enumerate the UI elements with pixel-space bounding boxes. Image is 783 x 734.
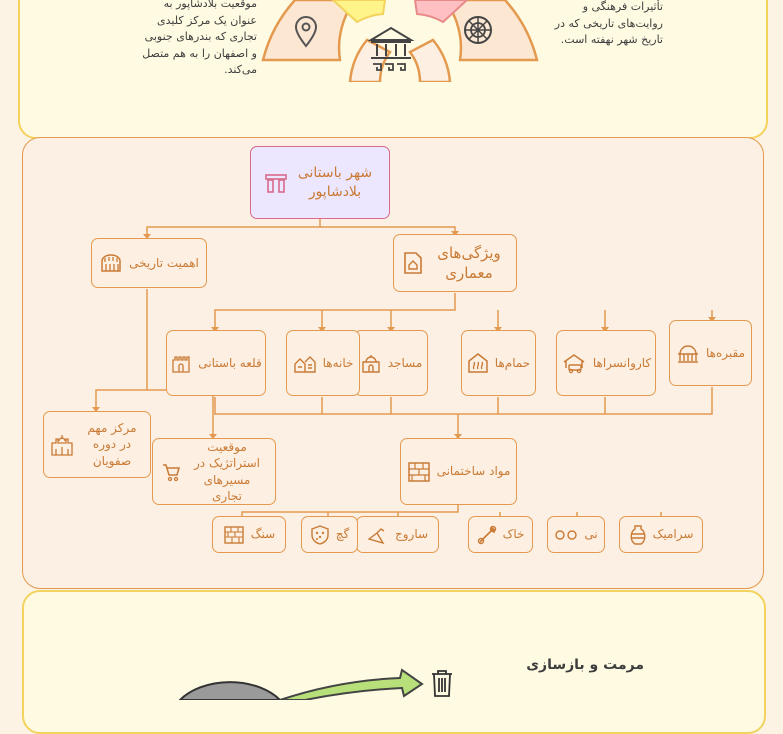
history-label: اهمیت تاریخی	[129, 255, 199, 270]
material-item-label: خاک	[502, 527, 525, 542]
root-label: شهر باستانی بلادشاپور	[297, 164, 373, 200]
mosque-icon	[362, 355, 380, 373]
arch-item-label: کاروانسراها	[592, 355, 652, 370]
right-description-line: تاریخ شهر نهفته است.	[560, 33, 663, 46]
root-node[interactable]: شهر باستانی بلادشاپور	[250, 146, 390, 219]
reed-icon	[555, 529, 578, 540]
left-description-line: عنوان یک مرکز کلیدی	[157, 13, 257, 27]
history-item-trade-routes[interactable]: موقعیت استراتژیک در مسیرهای تجاری	[152, 438, 276, 505]
shovel-icon	[477, 525, 496, 544]
history-node[interactable]: اهمیت تاریخی	[91, 238, 207, 288]
bathhouse-icon	[468, 353, 488, 373]
arch-item-label: حمام‌ها	[494, 355, 531, 370]
trash-icon[interactable]	[429, 668, 455, 698]
left-description-line: می‌کند.	[224, 63, 257, 76]
left-description-line: و اصفهان را به هم متصل	[142, 46, 257, 60]
mausoleum-icon	[678, 345, 698, 363]
palace-icon	[51, 434, 73, 456]
arch-item-caravanserais[interactable]: کاروانسراها	[556, 330, 656, 396]
material-item-soil[interactable]: خاک	[468, 516, 533, 553]
arch-item-fortress[interactable]: قلعه باستانی	[166, 330, 266, 396]
materials-label: مواد ساختمانی	[436, 464, 511, 479]
arch-item-label: مساجد	[387, 355, 423, 370]
right-description-line: تأثیرات فرهنگی و	[582, 0, 663, 13]
stone-pillars-icon	[265, 173, 287, 193]
document-home-icon	[404, 252, 422, 274]
left-description-line: تجاری که بندرهای جنوبی	[144, 30, 257, 43]
materials-node[interactable]: مواد ساختمانی	[400, 438, 517, 505]
wheel-icon	[464, 16, 492, 44]
caravanserai-icon	[563, 354, 585, 374]
arch-item-label: خانه‌ها	[322, 355, 354, 370]
arch-item-label: مقبره‌ها	[706, 345, 746, 360]
arch-item-mosques[interactable]: مساجد	[354, 330, 428, 396]
material-item-label: سرامیک	[652, 527, 694, 542]
material-item-reed[interactable]: نی	[547, 516, 605, 553]
material-item-label: سنگ	[250, 527, 276, 542]
left-description: موقعیت بلادشاپور به عنوان یک مرکز کلیدی …	[115, 0, 257, 79]
right-description-line: روایت‌های تاریخی که در	[554, 16, 663, 30]
material-item-stone[interactable]: سنگ	[212, 516, 286, 553]
vase-icon	[630, 524, 646, 545]
architecture-node[interactable]: ویژگی‌های معماری	[393, 234, 517, 292]
houses-icon	[293, 356, 316, 373]
fortress-icon	[172, 356, 190, 373]
history-item-label: موقعیت استراتژیک در مسیرهای تجاری	[194, 440, 260, 503]
material-item-plaster[interactable]: گچ	[301, 516, 358, 553]
material-item-label: ساروج	[394, 527, 429, 542]
material-item-label: گچ	[335, 527, 350, 542]
plaster-shield-icon	[311, 524, 329, 545]
material-item-label: نی	[584, 527, 598, 542]
bottom-graphic	[178, 668, 424, 700]
material-item-ceramic[interactable]: سرامیک	[619, 516, 703, 553]
architecture-label: ویژگی‌های معماری	[437, 243, 501, 282]
right-description: تأثیرات فرهنگی و روایت‌های تاریخی که در …	[535, 0, 663, 49]
location-pin-icon	[294, 16, 318, 48]
arch-item-houses[interactable]: خانه‌ها	[286, 330, 360, 396]
arch-item-tombs[interactable]: مقبره‌ها	[669, 320, 752, 386]
arch-item-baths[interactable]: حمام‌ها	[461, 330, 536, 396]
shopping-cart-icon	[163, 463, 180, 481]
history-item-label: مرکز مهم در دوره صفویان	[87, 421, 137, 468]
stone-wall-icon	[224, 525, 244, 544]
material-item-mortar[interactable]: ساروج	[356, 516, 439, 553]
trowel-icon	[367, 527, 385, 544]
brick-wall-icon	[407, 461, 430, 482]
arch-item-label: قلعه باستانی	[198, 355, 262, 370]
colosseum-icon	[101, 254, 121, 272]
bottom-title: مرمت و بازسازی	[526, 657, 644, 673]
temple-icon	[367, 26, 415, 71]
left-description-line: موقعیت بلادشاپور به	[163, 0, 257, 10]
history-item-safavid-center[interactable]: مرکز مهم در دوره صفویان	[43, 411, 151, 478]
